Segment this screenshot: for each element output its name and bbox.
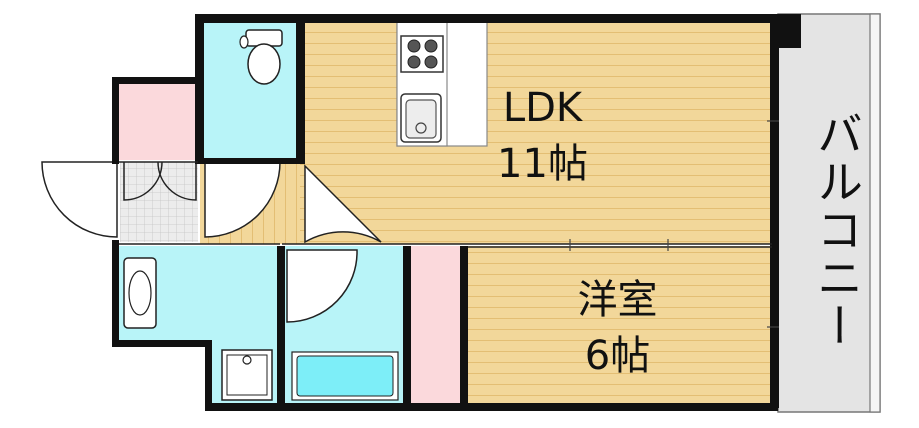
partitions <box>119 161 772 248</box>
ldk-floor <box>300 22 772 244</box>
sink-icon <box>400 93 442 143</box>
washing-machine-icon <box>221 349 273 401</box>
balcony-label: バルコニー <box>810 110 864 350</box>
wash-basin-icon <box>123 257 157 329</box>
walls <box>112 14 801 411</box>
western-room-size: 6帖 <box>584 333 651 379</box>
window-marks <box>569 120 779 328</box>
western-room-label: 洋室 <box>577 277 658 323</box>
western-room-floor <box>468 246 772 406</box>
entrance-tile <box>120 162 198 242</box>
ldk-room-size: 11帖 <box>497 141 588 187</box>
shoe-storage <box>117 82 197 160</box>
bathtub-icon <box>291 351 399 401</box>
toilet-icon <box>239 29 283 85</box>
stove-icon <box>400 35 444 73</box>
doors <box>41 161 382 323</box>
ldk-room-label: LDK <box>502 85 583 131</box>
closet <box>410 246 466 406</box>
balcony <box>777 13 881 413</box>
